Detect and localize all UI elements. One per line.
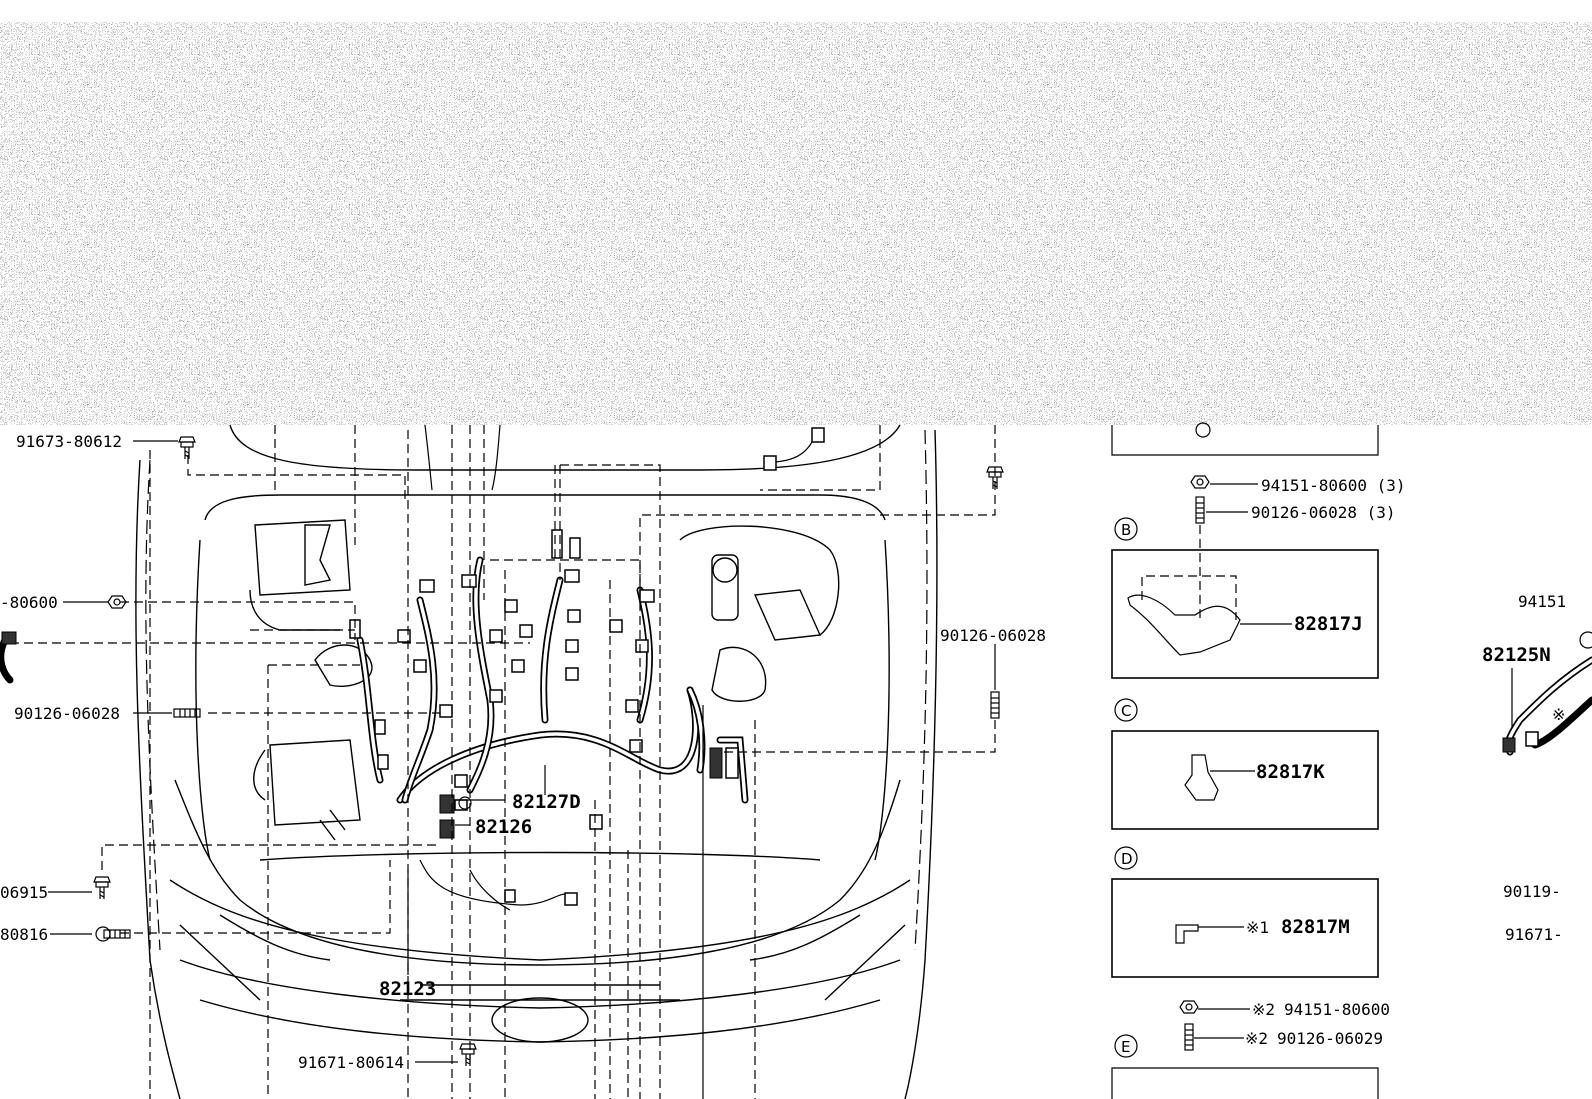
label-91671-80614: 91671-80614 — [298, 1053, 404, 1072]
section-b-marker: B — [1121, 521, 1131, 539]
detail-panels: B 94151-80600 (3) 90126-06028 (3) 82817J… — [1111, 422, 1406, 1099]
noise-band — [0, 22, 1592, 425]
label-82127d: 82127D — [512, 791, 581, 813]
label-82817m: 82817M — [1281, 916, 1350, 938]
section-d-marker: D — [1121, 850, 1133, 868]
label-82125n: 82125N — [1482, 644, 1551, 666]
label-90126-06028-3: 90126-06028 (3) — [1251, 503, 1396, 522]
label-94151-80600: 94151-80600 — [1284, 1000, 1390, 1019]
main-part-labels: 91673-80612 -80600 90126-06028 90126-060… — [0, 432, 1046, 1072]
label-82817j: 82817J — [1294, 613, 1363, 635]
label-80600: -80600 — [0, 593, 58, 612]
label-mark-partial: ※ — [1552, 705, 1565, 724]
section-c-marker: C — [1121, 702, 1131, 720]
label-80816: 80816 — [0, 925, 48, 944]
label-91673-80612: 91673-80612 — [16, 432, 122, 451]
vehicle-body — [135, 424, 938, 1099]
detail-box-c — [1111, 730, 1379, 830]
label-94151-80600-3: 94151-80600 (3) — [1261, 476, 1406, 495]
label-90126-06028-left: 90126-06028 — [14, 704, 120, 723]
label-06915: 06915 — [0, 883, 48, 902]
label-90119-partial: 90119- — [1503, 882, 1561, 901]
engine-wire-harness — [349, 424, 825, 911]
leader-lines — [10, 425, 996, 1099]
detail-box-b — [1111, 549, 1379, 679]
label-90126-06028-right: 90126-06028 — [940, 626, 1046, 645]
fasteners-main — [0, 436, 1004, 1067]
label-91671-partial: 91671- — [1505, 925, 1563, 944]
label-94151-80600-mark: ※2 — [1252, 1000, 1275, 1019]
label-94151-partial: 94151 — [1518, 592, 1566, 611]
label-90126-06029-mark: ※2 — [1245, 1029, 1268, 1048]
label-82817m-mark: ※1 — [1246, 918, 1269, 937]
section-e-marker: E — [1121, 1038, 1130, 1056]
label-82126: 82126 — [475, 816, 532, 838]
label-90126-06029: 90126-06029 — [1277, 1029, 1383, 1048]
right-cut-panel: 94151 82125N ※ 90119- 91671- — [1482, 592, 1592, 944]
label-82817k: 82817K — [1256, 761, 1325, 783]
label-82123: 82123 — [379, 978, 436, 1000]
detail-box-d — [1111, 878, 1379, 978]
